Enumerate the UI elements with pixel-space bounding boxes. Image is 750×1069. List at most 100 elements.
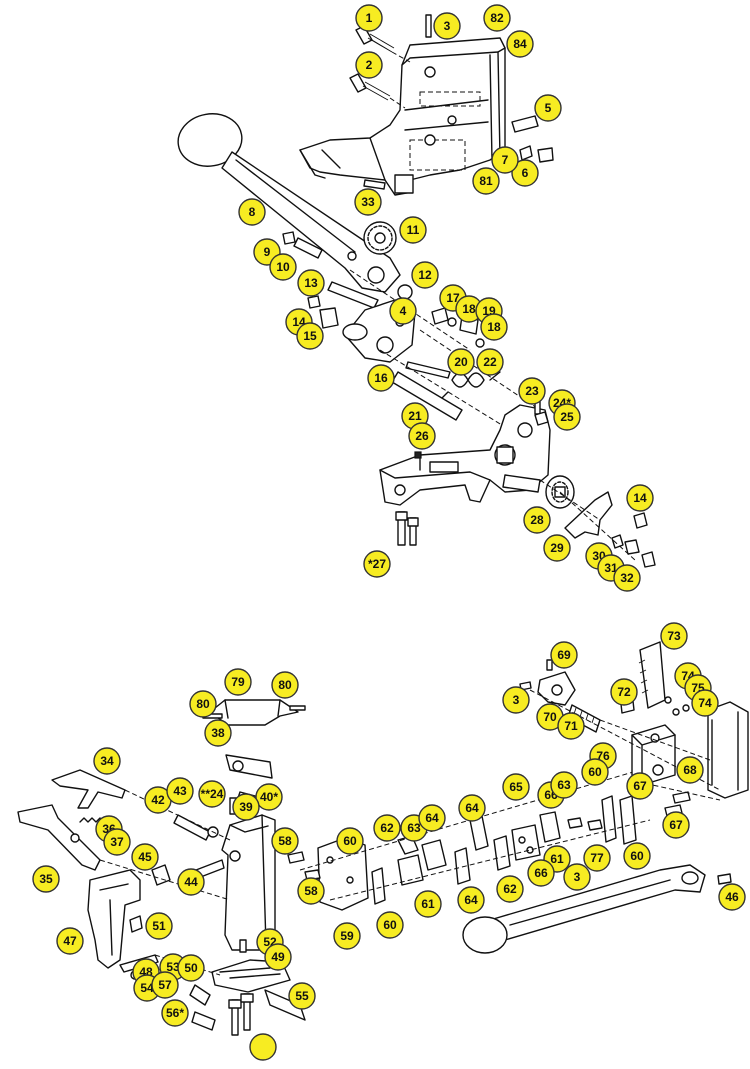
callout-number: 35 [39, 872, 53, 886]
callout-number: 77 [590, 851, 604, 865]
callout-18b: 18 [480, 313, 508, 341]
callout-number: 39 [239, 800, 253, 814]
callout-60c: 60 [336, 827, 364, 855]
callout-70: 70 [536, 703, 564, 731]
part-47 [129, 915, 143, 933]
pedal-35 [17, 804, 101, 871]
pin-74a [664, 696, 672, 704]
callout-18: 18 [455, 295, 483, 323]
block-79 [209, 699, 299, 726]
callout-8: 8 [238, 198, 266, 226]
callout-number: 55 [295, 989, 309, 1003]
callout-number: 16 [374, 371, 388, 385]
callout-number: 72 [617, 685, 631, 699]
lever-arm [177, 113, 401, 293]
callout-68: 68 [676, 756, 704, 784]
nut-31 [624, 539, 640, 555]
callout-26: 26 [408, 422, 436, 450]
callout-number: 60 [343, 834, 357, 848]
callout-38: 38 [204, 719, 232, 747]
plate-64c [493, 835, 511, 871]
callout-3b: 3 [502, 686, 530, 714]
callout-number: 47 [63, 934, 77, 948]
callout-number: *27 [368, 557, 386, 571]
callout-number: 80 [196, 697, 210, 711]
callout-44: 44 [177, 868, 205, 896]
callout-number: 28 [530, 513, 544, 527]
nut-14b [633, 512, 648, 529]
callout-number: 84 [513, 37, 527, 51]
part-53 [189, 984, 211, 1006]
callout-number: 11 [407, 223, 420, 237]
callout-56star [249, 1033, 277, 1061]
ring-12 [397, 284, 413, 300]
plate-63 [421, 839, 447, 871]
callout-29: 29 [543, 534, 571, 562]
washer-30 [611, 534, 624, 549]
plate-60b [601, 795, 617, 843]
callout-number: 33 [361, 195, 375, 209]
callout-number: 9 [264, 245, 271, 259]
frame-casting [299, 37, 506, 196]
callout-60: 60 [581, 758, 609, 786]
callout-81: 81 [472, 167, 500, 195]
callout-number: 64 [465, 801, 479, 815]
spring-36 [79, 817, 105, 823]
callout-number: 1 [366, 11, 373, 25]
callout-64d: 62 [496, 875, 524, 903]
callout-35: 35 [32, 865, 60, 893]
callout-22: 22 [476, 348, 504, 376]
spacer-15 [319, 307, 339, 329]
callout-number: 50 [184, 961, 198, 975]
callout-7: 7 [491, 146, 519, 174]
callout-79: 79 [224, 668, 252, 696]
callout-number: 65 [509, 780, 523, 794]
callout-number: 10 [276, 260, 290, 274]
callout-82: 82 [483, 4, 511, 32]
pin-66a [567, 817, 583, 829]
callout-67b: 67 [662, 811, 690, 839]
callout-69: 69 [550, 641, 578, 669]
callout-10: 10 [269, 253, 297, 281]
callout-number: 21 [408, 409, 422, 423]
callout-number: 23 [525, 384, 539, 398]
callout-number: 64 [464, 893, 478, 907]
callout-number: 12 [418, 268, 432, 282]
callout-number: 3 [574, 870, 581, 884]
callout-33: 33 [354, 188, 382, 216]
pin-10 [293, 237, 323, 259]
callout-11: 11 [399, 216, 427, 244]
callout-number: 53 [166, 960, 180, 974]
callout-61b: 66 [527, 859, 555, 887]
callout-number: 26 [415, 429, 429, 443]
callout-64: 64 [418, 804, 446, 832]
pin-6 [537, 147, 554, 163]
upper-assembly [177, 14, 656, 568]
callout-number: 56* [166, 1006, 184, 1020]
callout-number: 25 [560, 410, 574, 424]
callout-number: 3 [444, 19, 451, 33]
callout-number: 37 [110, 835, 124, 849]
callout-number: 67 [669, 818, 683, 832]
callout-6: 6 [511, 159, 539, 187]
callout-45: 45 [131, 843, 159, 871]
callout-number: 64 [425, 811, 439, 825]
callout-28: 28 [523, 506, 551, 534]
callout-39: 39 [232, 793, 260, 821]
pin-5 [511, 115, 539, 133]
callout-15: 15 [296, 322, 324, 350]
washer-18 [447, 317, 457, 327]
callout-80: 80 [189, 690, 217, 718]
callout-61: 61 [414, 890, 442, 918]
pin-20 [405, 361, 451, 379]
callout-number: 60 [588, 765, 602, 779]
part-57 [264, 989, 306, 1021]
nut-14 [307, 295, 321, 309]
pin-69 [546, 659, 553, 671]
gear-11 [363, 221, 397, 255]
callout-13: 13 [297, 269, 325, 297]
screw-2 [349, 73, 391, 101]
callout-number: 5 [545, 101, 552, 115]
callout-number: 58 [278, 834, 292, 848]
